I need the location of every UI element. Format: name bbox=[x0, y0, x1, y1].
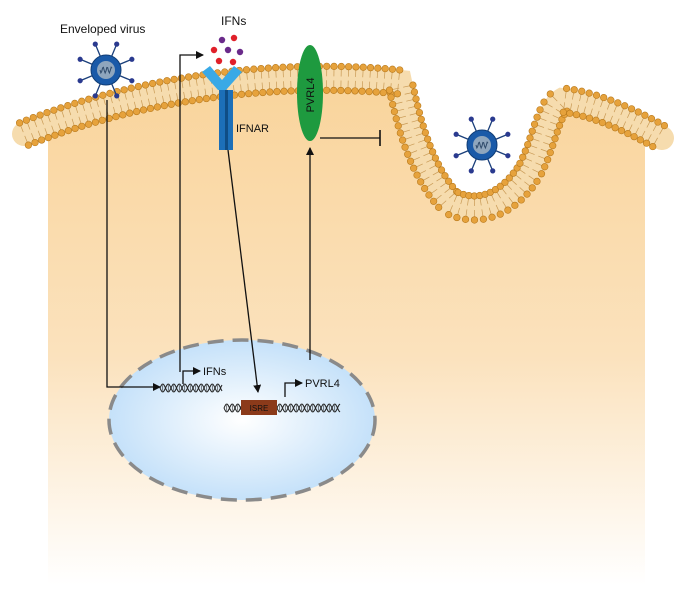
nucleus bbox=[107, 338, 377, 502]
isre-label: ISRE bbox=[250, 404, 269, 413]
pvrl4-gene-label: PVRL4 bbox=[305, 378, 340, 390]
enveloped-virus-outside bbox=[77, 41, 135, 99]
ifn-transcription-arrow bbox=[182, 367, 201, 384]
ifns-gene-label: IFNs bbox=[203, 366, 227, 378]
pvrl4-protein-label: PVRL4 bbox=[305, 78, 317, 113]
ifnar-label: IFNAR bbox=[236, 123, 269, 135]
enveloped-virus-endocytosed bbox=[453, 116, 511, 174]
ifn-gene-dna bbox=[159, 383, 223, 393]
pathway-arrows bbox=[106, 51, 381, 397]
ifns-secreted-label: IFNs bbox=[221, 14, 246, 28]
ifnar-to-isre-arrow bbox=[227, 149, 262, 393]
plasma-membrane bbox=[12, 62, 674, 224]
isre-box bbox=[241, 400, 277, 415]
ifnar-receptor bbox=[202, 66, 242, 150]
pvrl4-protein bbox=[297, 45, 323, 141]
ifn-gene-to-ifns-arrow bbox=[179, 51, 204, 372]
ifn-molecules bbox=[210, 34, 244, 66]
pvrl4-gene-dna bbox=[223, 403, 341, 413]
virus-to-ifn-gene-arrow bbox=[106, 100, 161, 391]
cytoplasm bbox=[48, 76, 645, 585]
pvrl4-transcription-arrow bbox=[284, 379, 303, 397]
enveloped-virus-label: Enveloped virus bbox=[60, 22, 145, 36]
